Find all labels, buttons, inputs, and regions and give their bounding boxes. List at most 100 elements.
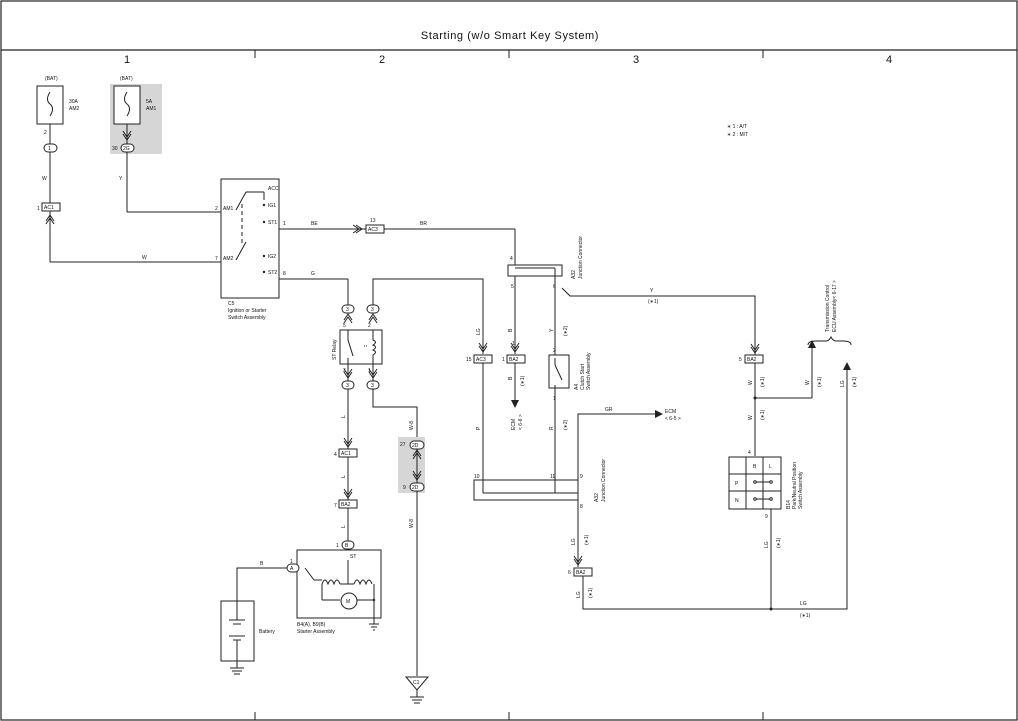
diagram-label: Switch Assembly (228, 315, 266, 321)
diagram-label: (∗1) (588, 587, 594, 598)
wire-segment (404, 676, 430, 691)
diagram-label: AC1 (44, 205, 54, 211)
arrow-up-icon (808, 340, 816, 348)
diagram-label: 7 (215, 256, 218, 262)
wire-segment (769, 480, 773, 484)
diagram-label: GR (605, 407, 613, 413)
diagram-label: 27 (400, 442, 406, 448)
diagram-label: AC3 (368, 227, 378, 233)
diagram-label: W (42, 176, 47, 182)
diagram-label: 1 (512, 341, 515, 347)
wire-segment (262, 254, 266, 258)
fuse-am2-box (36, 85, 64, 125)
wire-segment (262, 270, 266, 274)
diagram-label: LG (800, 601, 807, 607)
diagram-label: (∗2) (563, 325, 569, 336)
wire-segment (753, 497, 757, 501)
diagram-label: B (508, 328, 514, 332)
diagram-label: 3 (346, 383, 349, 389)
wire-segment (548, 354, 570, 389)
diagram-label: LG (764, 541, 770, 548)
diagram-label: 1 (283, 221, 286, 227)
ground-c1: C1 (404, 676, 430, 704)
diagram-label: 10 (474, 474, 480, 480)
ignition-switch: 2 AM1 7 AM2 ACC IG1 ST1 IG2 ST2 1 8 C5 I… (215, 178, 286, 321)
diagram-label: W (748, 380, 754, 385)
diagram-label: L (769, 464, 772, 470)
diagram-label: 8 (580, 504, 583, 510)
wire-segment (561, 287, 756, 356)
diagram-label: < 6-6 > (518, 414, 524, 430)
diagram-label: 2G (123, 146, 130, 152)
diagram-label: 2 (368, 323, 371, 329)
arrow-right-icon (655, 410, 663, 418)
wire-segment (343, 437, 353, 448)
wire-segment (262, 203, 266, 207)
battery: Battery (220, 600, 275, 675)
diagram-label: L (341, 525, 347, 528)
diagram-label: 1 (37, 206, 40, 212)
diagram-label: BA2 (509, 357, 519, 363)
diagram-label: 5 (511, 284, 514, 290)
diagram-label: LG (576, 591, 582, 598)
diagram-label: 2D (412, 443, 419, 449)
diagram-label: 1 (336, 543, 339, 549)
diagram-label: 6 (568, 570, 571, 576)
diagram-label: AM2 (69, 106, 80, 112)
diagram-label: (∗1) (800, 613, 811, 619)
wire-segment (343, 368, 353, 379)
fuse-icon (124, 91, 130, 117)
diagram-label: W (748, 415, 754, 420)
wire-segment (235, 241, 247, 261)
wire-segment (372, 598, 376, 602)
connector-ba2-clutch (506, 354, 526, 364)
diagram-label: ST Relay (332, 339, 338, 360)
diagram-label: (∗1) (584, 534, 590, 545)
diagram-label: 4 (334, 452, 337, 458)
diagram-label: Y (650, 288, 654, 294)
diagram-label: (∗1) (817, 376, 823, 387)
column-label-2: 2 (379, 54, 385, 66)
diagram-label: ST (350, 554, 356, 560)
wire-segment (753, 396, 757, 400)
diagram-label: 2 (44, 130, 47, 136)
junction-connector-top: 4 5 6 A32 Junction Connector (507, 236, 584, 290)
wire-segment (296, 549, 382, 619)
diagram-label: (∗1) (776, 537, 782, 548)
wire-segment (368, 368, 378, 379)
diagram-label: B (345, 543, 349, 549)
wire-segment (412, 449, 422, 460)
diagram-label: (∗1) (760, 409, 766, 420)
diagram-label: AM1 (223, 206, 234, 212)
wire-segment (582, 370, 848, 610)
wire-segment (353, 579, 373, 586)
wire-segment (122, 130, 132, 141)
diagram-label: Starter Assembly (297, 629, 335, 635)
fuse-am1-box (113, 85, 141, 125)
diagram-label: W (805, 380, 811, 385)
diagram-label: 2 (215, 206, 218, 212)
junction-connector-bottom: 10 11 9 8 A32 Junction Connector (473, 459, 607, 510)
diagram-label: 1 (502, 357, 505, 363)
diagram-label: IG2 (268, 254, 276, 260)
wire-segment (554, 364, 563, 381)
diagram-label: BA2 (341, 502, 351, 508)
diagram-label: (BAT) (120, 76, 133, 82)
clutch-start-switch: A4 Clutch Start Switch Assembly (548, 352, 592, 390)
diagram-label: Switch Assembly (586, 352, 592, 390)
fuse-am2: (BAT) 30A AM2 2 1 (36, 76, 80, 153)
diagram-label: BA2 (747, 357, 757, 363)
arrow-down-icon (511, 400, 519, 408)
diagram-label: 2 (553, 348, 556, 354)
diagram-label: L (341, 415, 347, 418)
diagram-label: 30 (112, 146, 118, 152)
ignition-switch-box (220, 178, 280, 299)
wire-segment (352, 224, 363, 234)
diagram-label: BA2 (576, 570, 586, 576)
diagram-label: B (260, 561, 264, 567)
diagram-label: 2D (412, 485, 419, 491)
tcm-bracket (807, 335, 852, 346)
diagram-label: ACC (268, 186, 279, 192)
diagram-label: AM2 (223, 256, 234, 262)
wire-segment (750, 343, 760, 354)
